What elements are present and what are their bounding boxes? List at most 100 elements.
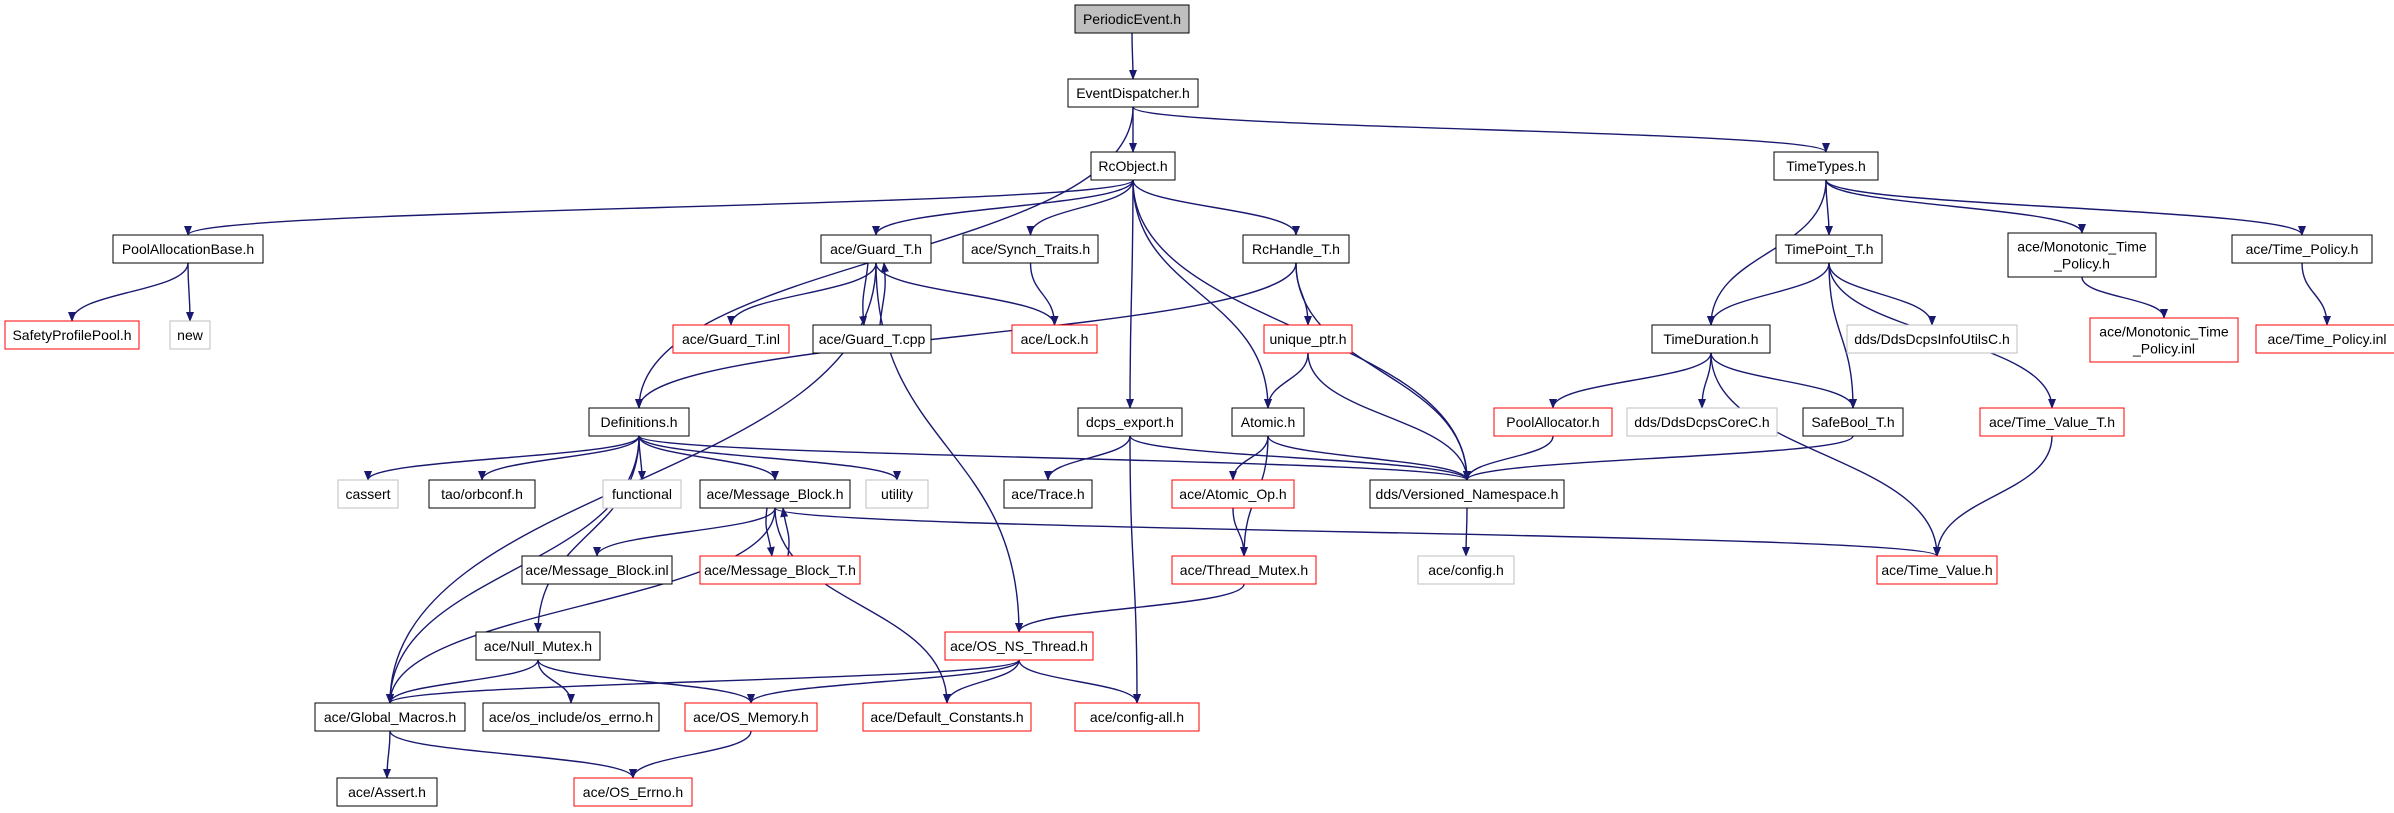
node-synch_traits[interactable]: ace/Synch_Traits.h [962,234,1099,264]
node-time_value_t[interactable]: ace/Time_Value_T.h [1979,407,2125,437]
node-label-orbconf: tao/orbconf.h [441,486,523,502]
node-trace_h[interactable]: ace/Trace.h [1003,479,1093,509]
node-atomic[interactable]: Atomic.h [1231,407,1305,437]
node-box-guard_t_inl [672,324,790,354]
node-label-monotonic_time_policy_h-line-1: _Policy.h [2053,256,2110,272]
node-safe_bool_t[interactable]: SafeBool_T.h [1802,407,1904,437]
node-monotonic_time_policy_inl[interactable]: ace/Monotonic_Time_Policy.inl [2089,317,2239,363]
node-os_errno_ace[interactable]: ace/OS_Errno.h [573,777,693,807]
node-periodic_event[interactable]: PeriodicEvent.h [1074,4,1190,34]
node-dcps_export[interactable]: dcps_export.h [1077,407,1183,437]
node-label-guard_t_h: ace/Guard_T.h [830,241,922,257]
node-versioned_namespace[interactable]: dds/Versioned_Namespace.h [1369,479,1565,509]
node-pool_allocation_base[interactable]: PoolAllocationBase.h [112,234,264,264]
node-global_macros[interactable]: ace/Global_Macros.h [314,702,466,732]
node-atomic_op[interactable]: ace/Atomic_Op.h [1171,479,1295,509]
node-time_types[interactable]: TimeTypes.h [1773,151,1879,181]
node-rc_handle_t[interactable]: RcHandle_T.h [1242,234,1350,264]
node-box-functional [602,479,682,509]
edge-os_ns_thread-to-os_memory [747,659,1020,704]
node-definitions[interactable]: Definitions.h [588,407,690,437]
node-box-config_h [1417,555,1515,585]
node-unique_ptr[interactable]: unique_ptr.h [1263,324,1353,354]
node-box-message_block_h [699,479,851,509]
node-box-rc_object [1090,151,1176,181]
node-label-global_macros: ace/Global_Macros.h [324,709,456,725]
edge-definitions-to-utility [638,435,901,481]
node-box-config_all [1074,702,1200,732]
node-time_value_h[interactable]: ace/Time_Value.h [1876,555,1998,585]
node-time_policy_h[interactable]: ace/Time_Policy.h [2231,234,2373,264]
node-lock_h[interactable]: ace/Lock.h [1011,324,1098,354]
edge-rc_object-to-guard_t_h [872,179,1134,236]
node-label-guard_t_cpp: ace/Guard_T.cpp [819,331,926,347]
node-default_constants[interactable]: ace/Default_Constants.h [862,702,1032,732]
node-box-os_ns_thread [944,631,1094,661]
node-pool_allocator[interactable]: PoolAllocator.h [1493,407,1613,437]
node-rc_object[interactable]: RcObject.h [1090,151,1176,181]
node-label-safety_profile_pool: SafetyProfilePool.h [12,327,131,343]
node-monotonic_time_policy_h[interactable]: ace/Monotonic_Time_Policy.h [2007,232,2157,278]
node-thread_mutex[interactable]: ace/Thread_Mutex.h [1171,555,1317,585]
node-box-time_policy_h [2231,234,2373,264]
edge-time_types-to-time_policy_h [1825,179,2306,236]
node-message_block_inl[interactable]: ace/Message_Block.inl [521,555,673,585]
node-label-periodic_event: PeriodicEvent.h [1083,11,1181,27]
node-label-versioned_namespace: dds/Versioned_Namespace.h [1376,486,1559,502]
node-label-config_h: ace/config.h [1428,562,1504,578]
edge-safe_bool_t-to-versioned_namespace [1463,435,1854,481]
node-time_point_t[interactable]: TimePoint_T.h [1775,234,1883,264]
node-box-safety_profile_pool [4,320,140,350]
node-box-dds_dcps_core [1626,407,1778,437]
node-time_duration[interactable]: TimeDuration.h [1651,324,1771,354]
node-message_block_h[interactable]: ace/Message_Block.h [699,479,851,509]
node-box-message_block_t [699,555,861,585]
edge-definitions-to-message_block_h [638,435,779,481]
edge-message_block_h-to-default_constants [774,507,951,704]
edge-message_block_h-to-time_value_h [774,507,1941,557]
node-label-monotonic_time_policy_inl-line-1: _Policy.inl [2132,341,2195,357]
node-label-time_policy_inl: ace/Time_Policy.inl [2267,331,2386,347]
node-box-default_constants [862,702,1032,732]
node-guard_t_inl[interactable]: ace/Guard_T.inl [672,324,790,354]
edge-global_macros-to-os_errno_ace [389,730,637,779]
node-null_mutex[interactable]: ace/Null_Mutex.h [475,631,601,661]
edge-rc_handle_t-to-definitions [635,262,1297,409]
node-box-utility [865,479,929,509]
node-event_dispatcher[interactable]: EventDispatcher.h [1067,78,1199,108]
edge-rc_object-to-rc_handle_t [1132,179,1300,236]
edge-message_block_h-to-message_block_t [765,507,775,557]
node-os_ns_thread[interactable]: ace/OS_NS_Thread.h [944,631,1094,661]
edge-definitions-to-null_mutex [534,435,640,633]
node-label-dcps_export: dcps_export.h [1086,414,1174,430]
edge-guard_t_h-to-guard_t_inl [727,262,877,326]
node-label-pool_allocator: PoolAllocator.h [1506,414,1599,430]
node-guard_t_h[interactable]: ace/Guard_T.h [820,234,932,264]
edge-thread_mutex-to-os_ns_thread [1015,583,1245,633]
node-box-pool_allocation_base [112,234,264,264]
node-label-dds_dcps_core: dds/DdsDcpsCoreC.h [1634,414,1769,430]
node-time_policy_inl[interactable]: ace/Time_Policy.inl [2255,324,2394,354]
node-config_all[interactable]: ace/config-all.h [1074,702,1200,732]
node-guard_t_cpp[interactable]: ace/Guard_T.cpp [812,324,932,354]
node-box-time_value_t [1979,407,2125,437]
node-label-message_block_inl: ace/Message_Block.inl [525,562,668,578]
node-os_memory[interactable]: ace/OS_Memory.h [684,702,818,732]
node-message_block_t[interactable]: ace/Message_Block_T.h [699,555,861,585]
edge-time_types-to-monotonic_time_policy_h [1825,179,2086,234]
node-box-atomic [1231,407,1305,437]
node-label-default_constants: ace/Default_Constants.h [870,709,1023,725]
node-assert_h[interactable]: ace/Assert.h [336,777,438,807]
node-label-utility: utility [881,486,913,502]
node-os_errno_h[interactable]: ace/os_include/os_errno.h [482,702,660,732]
edge-os_ns_thread-to-default_constants [943,659,1020,704]
node-label-os_ns_thread: ace/OS_NS_Thread.h [950,638,1088,654]
node-box-new [169,320,211,350]
edge-event_dispatcher-to-time_types [1132,106,1830,153]
node-safety_profile_pool[interactable]: SafetyProfilePool.h [4,320,140,350]
node-box-monotonic_time_policy_inl [2089,317,2239,363]
node-orbconf[interactable]: tao/orbconf.h [428,479,536,509]
node-box-message_block_inl [521,555,673,585]
edge-os_ns_thread-to-global_macros [386,659,1020,704]
node-label-time_policy_h: ace/Time_Policy.h [2246,241,2359,257]
